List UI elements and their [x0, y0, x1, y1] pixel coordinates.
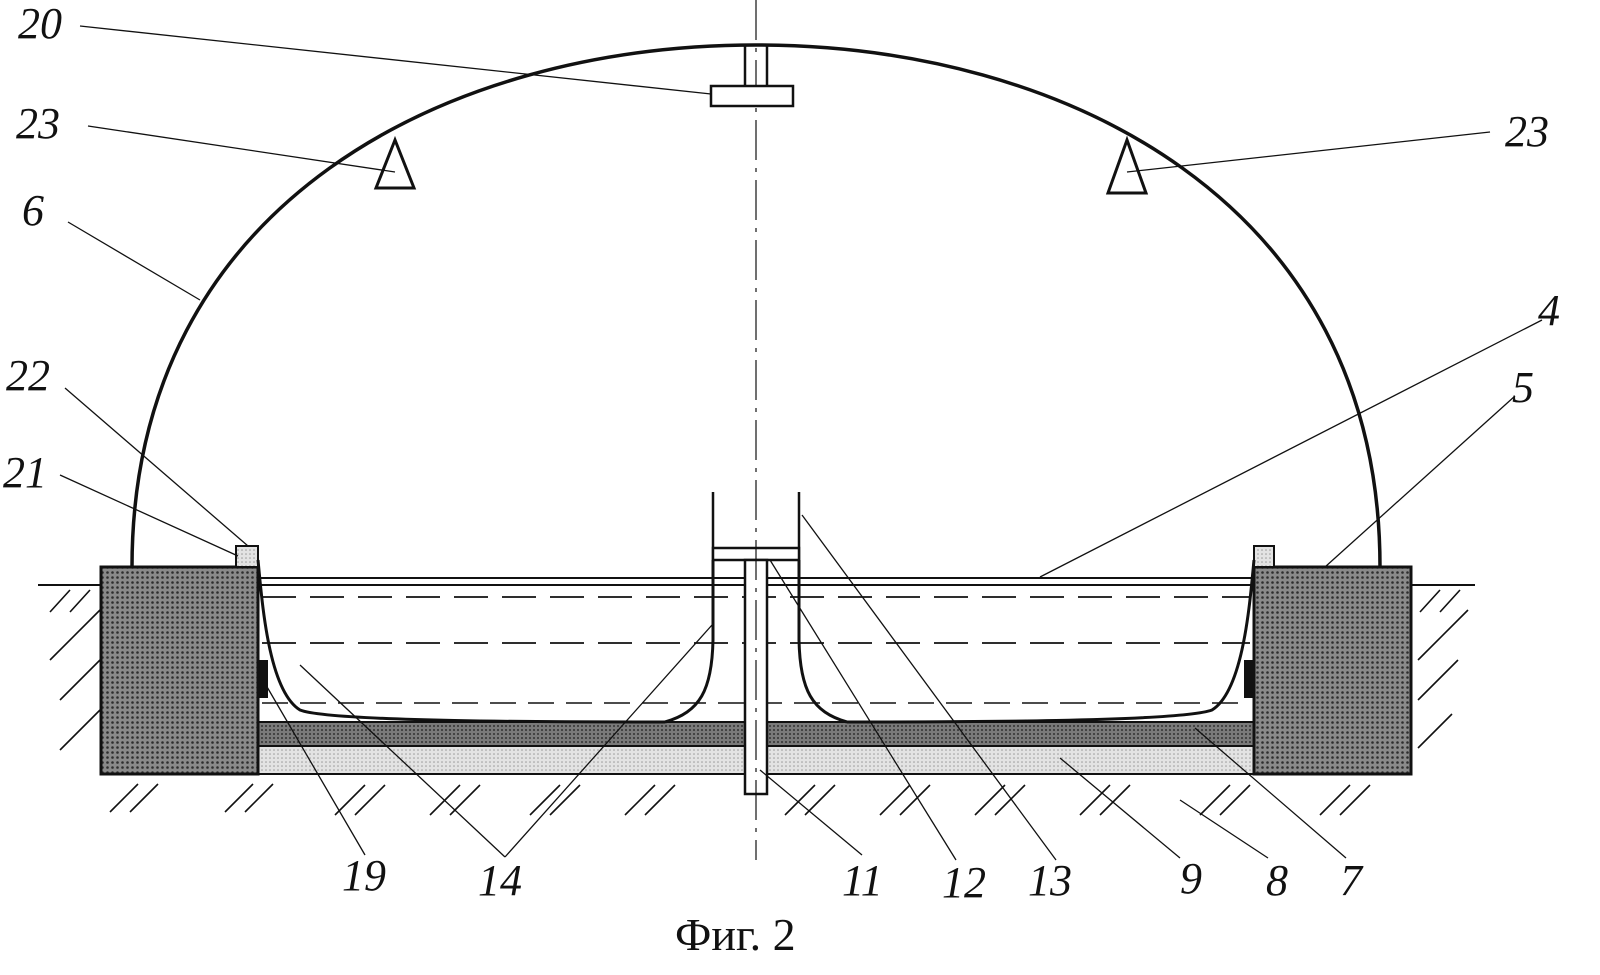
pad-19-left	[258, 660, 268, 698]
label-13: 13	[1028, 856, 1072, 905]
label-7: 7	[1340, 856, 1364, 905]
liner-14-center-left	[664, 560, 715, 724]
wall-right	[1252, 565, 1413, 776]
label-23-left: 23	[16, 99, 60, 148]
label-21: 21	[3, 448, 47, 497]
figure-caption: Фиг. 2	[675, 909, 796, 960]
label-11: 11	[842, 856, 883, 905]
liner-14-right	[846, 559, 1256, 724]
dome-6	[130, 43, 1382, 568]
label-22: 22	[6, 351, 50, 400]
label-5: 5	[1512, 363, 1534, 412]
liner-14-center-right	[797, 560, 848, 724]
label-14: 14	[478, 856, 522, 905]
device-20	[709, 45, 795, 108]
label-20: 20	[18, 0, 62, 48]
seal-21-right	[1253, 545, 1275, 568]
label-6: 6	[22, 186, 44, 235]
nozzle-23-left	[373, 135, 417, 190]
nozzle-23-right	[1105, 135, 1149, 195]
label-12: 12	[942, 858, 986, 907]
label-19: 19	[342, 851, 386, 900]
wall-left	[99, 565, 260, 776]
pad-19-right	[1244, 660, 1254, 698]
label-9: 9	[1180, 854, 1202, 903]
liner-14-left	[256, 559, 666, 724]
label-4: 4	[1538, 286, 1560, 335]
label-23-right: 23	[1505, 107, 1549, 156]
seal-21	[235, 545, 259, 568]
leader-lines	[59, 25, 1543, 861]
label-8: 8	[1266, 856, 1288, 905]
